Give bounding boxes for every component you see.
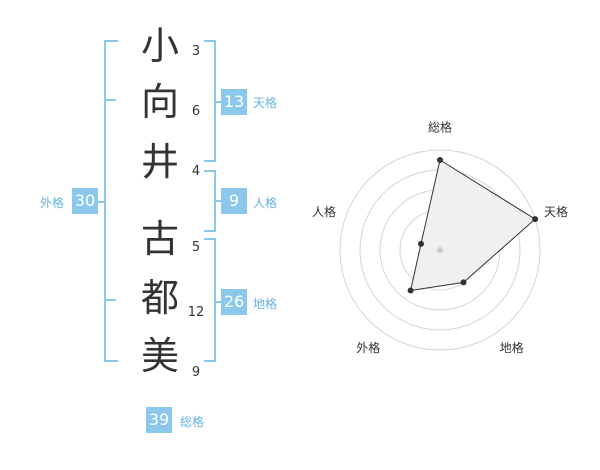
soukaku-value-badge: 39 <box>146 407 172 433</box>
name-char-1: 小 <box>140 24 179 68</box>
radar-axis-label: 地格 <box>500 340 524 355</box>
name-char-6: 美 <box>140 334 179 378</box>
tenkaku-label: 天格 <box>253 96 278 110</box>
jinkaku-connector <box>214 200 222 202</box>
radar-axis-label: 外格 <box>356 340 380 355</box>
name-char-2: 向 <box>140 80 179 124</box>
radar-axis-label: 総格 <box>428 120 452 135</box>
radar-data-polygon <box>409 159 536 292</box>
chikaku-connector <box>214 301 222 303</box>
radar-center-dot <box>437 247 443 253</box>
stroke-count-1: 3 <box>191 44 201 59</box>
gaikaku-value-badge: 30 <box>72 188 98 214</box>
stroke-count-2: 6 <box>191 104 201 119</box>
radar-point <box>407 287 414 294</box>
radar-point <box>532 216 539 223</box>
stroke-count-6: 9 <box>191 365 201 380</box>
radar-point <box>417 240 424 247</box>
name-char-3: 井 <box>140 140 179 184</box>
gaikaku-connector <box>98 201 106 203</box>
chikaku-label: 地格 <box>253 297 278 311</box>
chikaku-value-badge: 26 <box>221 289 247 315</box>
radar-ring <box>339 149 541 351</box>
tenkaku-connector <box>214 101 222 103</box>
radar-axis-label: 天格 <box>544 204 568 219</box>
stroke-count-5: 12 <box>187 305 205 320</box>
radar-axis-label: 人格 <box>312 204 336 219</box>
stroke-count-3: 4 <box>191 164 201 179</box>
radar-point <box>437 157 443 163</box>
gaikaku-label: 外格 <box>40 196 65 210</box>
jinkaku-value-badge: 9 <box>221 188 247 214</box>
tenkaku-value-badge: 13 <box>221 89 247 115</box>
radar-point <box>460 279 467 286</box>
chikaku-bracket <box>204 238 216 362</box>
soukaku-label: 総格 <box>180 415 205 429</box>
name-char-5: 都 <box>140 276 179 320</box>
gaikaku-tick-lower <box>104 299 116 301</box>
name-char-4: 古 <box>140 217 179 261</box>
stroke-count-4: 5 <box>191 240 201 255</box>
gaikaku-tick-upper <box>104 99 116 101</box>
jinkaku-label: 人格 <box>253 196 278 210</box>
